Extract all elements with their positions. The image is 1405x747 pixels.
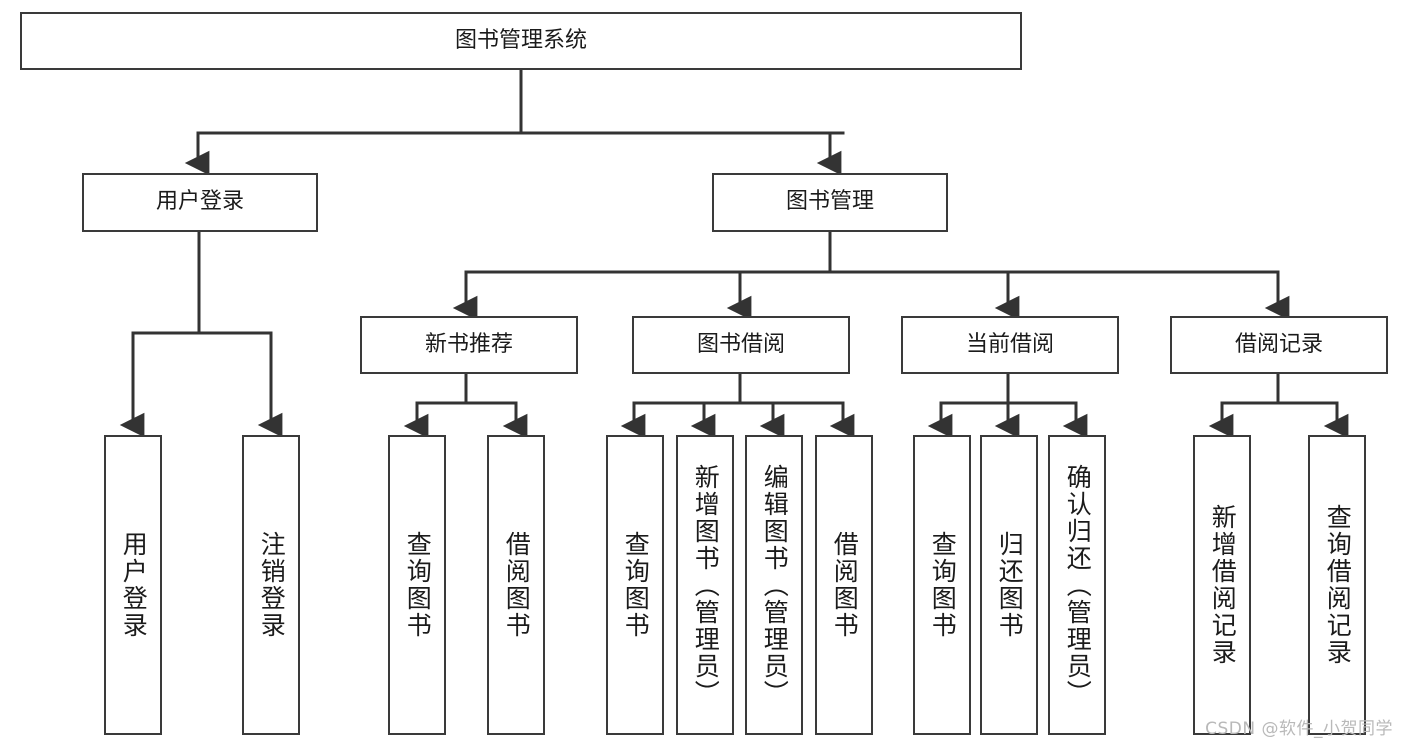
leaf-borrow-book-2-label: 借阅图书 — [830, 531, 860, 639]
node-current-borrow-label: 当前借阅 — [965, 331, 1054, 357]
node-book-borrow[interactable]: 图书借阅 — [632, 316, 850, 374]
leaf-add-record-label: 新增借阅记录 — [1208, 504, 1238, 666]
node-book-borrow-label: 图书借阅 — [696, 331, 785, 357]
node-new-book-rec[interactable]: 新书推荐 — [360, 316, 578, 374]
leaf-query-book-2[interactable]: 查询图书 — [606, 435, 664, 735]
leaf-logout-label: 注销登录 — [257, 531, 287, 639]
leaf-query-book-3[interactable]: 查询图书 — [913, 435, 971, 735]
leaf-query-book-1-label: 查询图书 — [403, 531, 433, 639]
node-book-mgmt[interactable]: 图书管理 — [712, 173, 948, 232]
leaf-logout[interactable]: 注销登录 — [242, 435, 300, 735]
leaf-confirm-return-label: 确认归还（管理员） — [1063, 463, 1093, 707]
watermark: CSDN @软件_小贺同学 — [1205, 719, 1393, 739]
leaf-borrow-book-1[interactable]: 借阅图书 — [487, 435, 545, 735]
leaf-query-book-1[interactable]: 查询图书 — [388, 435, 446, 735]
leaf-user-login[interactable]: 用户登录 — [104, 435, 162, 735]
leaf-return-book-label: 归还图书 — [995, 531, 1025, 639]
node-user-login-label: 用户登录 — [155, 189, 244, 215]
leaf-query-book-2-label: 查询图书 — [621, 531, 651, 639]
node-borrow-record[interactable]: 借阅记录 — [1170, 316, 1388, 374]
leaf-query-book-3-label: 查询图书 — [928, 531, 958, 639]
node-borrow-record-label: 借阅记录 — [1234, 331, 1323, 357]
leaf-user-login-label: 用户登录 — [119, 531, 149, 639]
leaf-confirm-return[interactable]: 确认归还（管理员） — [1048, 435, 1106, 735]
leaf-edit-book-label: 编辑图书（管理员） — [760, 463, 790, 707]
leaf-add-book[interactable]: 新增图书（管理员） — [676, 435, 734, 735]
leaf-return-book[interactable]: 归还图书 — [980, 435, 1038, 735]
leaf-edit-book[interactable]: 编辑图书（管理员） — [745, 435, 803, 735]
node-new-book-rec-label: 新书推荐 — [424, 331, 513, 357]
leaf-add-book-label: 新增图书（管理员） — [691, 463, 721, 707]
leaf-borrow-book-1-label: 借阅图书 — [502, 531, 532, 639]
node-user-login[interactable]: 用户登录 — [82, 173, 318, 232]
leaf-borrow-book-2[interactable]: 借阅图书 — [815, 435, 873, 735]
leaf-add-record[interactable]: 新增借阅记录 — [1193, 435, 1251, 735]
leaf-query-record-label: 查询借阅记录 — [1323, 504, 1353, 666]
node-book-mgmt-label: 图书管理 — [785, 189, 874, 215]
node-root[interactable]: 图书管理系统 — [20, 12, 1022, 70]
leaf-query-record[interactable]: 查询借阅记录 — [1308, 435, 1366, 735]
node-root-label: 图书管理系统 — [454, 27, 587, 53]
node-current-borrow[interactable]: 当前借阅 — [901, 316, 1119, 374]
